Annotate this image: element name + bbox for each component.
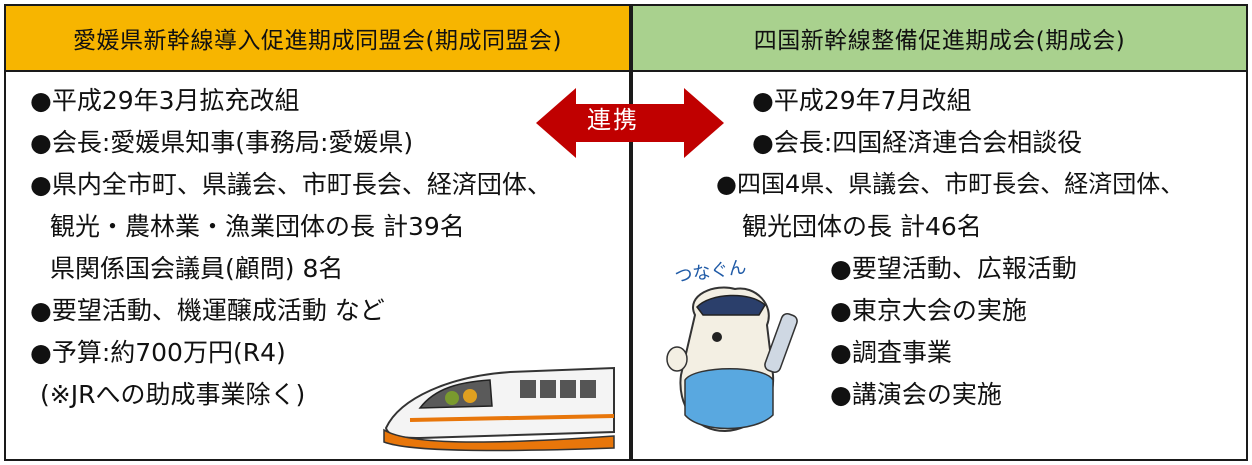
left-header: 愛媛県新幹線導入促進期成同盟会(期成同盟会) [6, 6, 629, 72]
right-line: ●会長:四国経済連合会相談役 [752, 128, 1083, 157]
left-line: ●県内全市町、県議会、市町長会、経済団体、 [30, 170, 552, 199]
link-label: 連携 [587, 106, 639, 134]
right-line: ●東京大会の実施 [830, 296, 1027, 325]
left-line: ●平成29年3月拡充改組 [30, 86, 300, 115]
svg-text:つなぐん: つなぐん [673, 257, 747, 288]
left-line: ●予算:約700万円(R4) [30, 338, 286, 367]
right-line: ●四国4県、県議会、市町長会、経済団体、 [716, 170, 1185, 198]
left-line: (※JRへの助成事業除く) [40, 380, 306, 409]
left-panel: 愛媛県新幹線導入促進期成同盟会(期成同盟会) [4, 4, 631, 461]
bullet-train-icon [383, 366, 615, 452]
right-panel: 四国新幹線整備促進期成会(期成会) [631, 4, 1248, 461]
right-line: ●平成29年7月改組 [752, 86, 972, 115]
left-line: ●会長:愛媛県知事(事務局:愛媛県) [30, 128, 414, 157]
double-arrow-icon [536, 88, 724, 158]
diagram-frame: 愛媛県新幹線導入促進期成同盟会(期成同盟会) 四国新幹線整備促進期成会(期成会) [4, 4, 1248, 461]
left-line: 観光・農林業・漁業団体の長 計39名 [50, 212, 465, 241]
left-line: 県関係国会議員(顧問) 8名 [50, 254, 344, 283]
right-line: ●調査事業 [830, 338, 952, 367]
mascot-icon: つなぐん [666, 257, 798, 433]
right-line: ●講演会の実施 [830, 380, 1002, 409]
right-line: ●要望活動、広報活動 [830, 254, 1077, 283]
right-line: 観光団体の長 計46名 [742, 212, 982, 241]
left-line: ●要望活動、機運醸成活動 など [30, 296, 385, 325]
right-header: 四国新幹線整備促進期成会(期成会) [633, 6, 1246, 72]
